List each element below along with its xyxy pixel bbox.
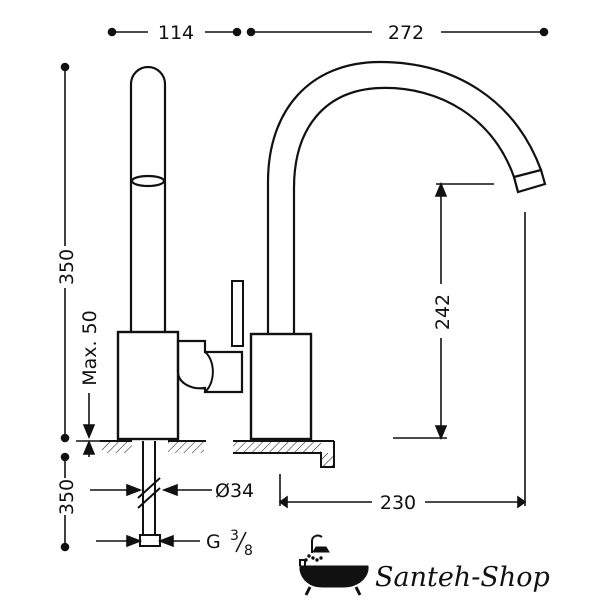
side-spout-ring (130, 174, 166, 188)
hose-break (137, 477, 161, 509)
hose-fitting (139, 534, 161, 547)
deck (100, 440, 335, 468)
brand-logo: Santeh-Shop (299, 534, 550, 596)
side-body (116, 330, 180, 441)
dim-spout-reach: 272 (388, 22, 424, 44)
side-view (116, 65, 244, 441)
dim-spout-height: 242 (432, 294, 454, 330)
dim-hose-length: 350 (56, 479, 78, 515)
front-body (249, 332, 313, 441)
dimension-lines (60, 27, 549, 552)
side-lever-curve (204, 351, 214, 393)
front-spout-inner (292, 86, 516, 334)
deck-right-hatch (233, 441, 321, 453)
dim-thread-prefix: G (206, 531, 221, 553)
brand-name: Santeh-Shop (375, 562, 550, 593)
deck-left-hatch (102, 441, 132, 453)
front-view (249, 60, 547, 441)
faucet-outline (100, 60, 547, 547)
dim-hole-diameter: Ø34 (215, 480, 254, 502)
side-spout-tube (129, 65, 167, 331)
dim-thread-numerator: 3 (230, 528, 239, 544)
deck-right-edge-hatch (321, 453, 334, 467)
spout-tip (512, 168, 547, 194)
dim-max-deck: Max. 50 (79, 310, 101, 386)
dim-thread: G 3 8 (206, 528, 253, 559)
side-lever (176, 339, 244, 394)
dim-thread-denominator: 8 (244, 543, 253, 559)
front-spout-outer (266, 60, 543, 334)
dim-outlet-distance: 230 (380, 492, 416, 514)
deck-center-hatch (168, 441, 204, 453)
bathtub-shower-icon (299, 534, 369, 596)
spout-tip-edge (513, 176, 519, 193)
dim-total-height: 350 (56, 249, 78, 285)
supply-hose (137, 441, 161, 547)
side-lever-handle (231, 280, 244, 347)
dim-body-depth: 114 (158, 22, 194, 44)
